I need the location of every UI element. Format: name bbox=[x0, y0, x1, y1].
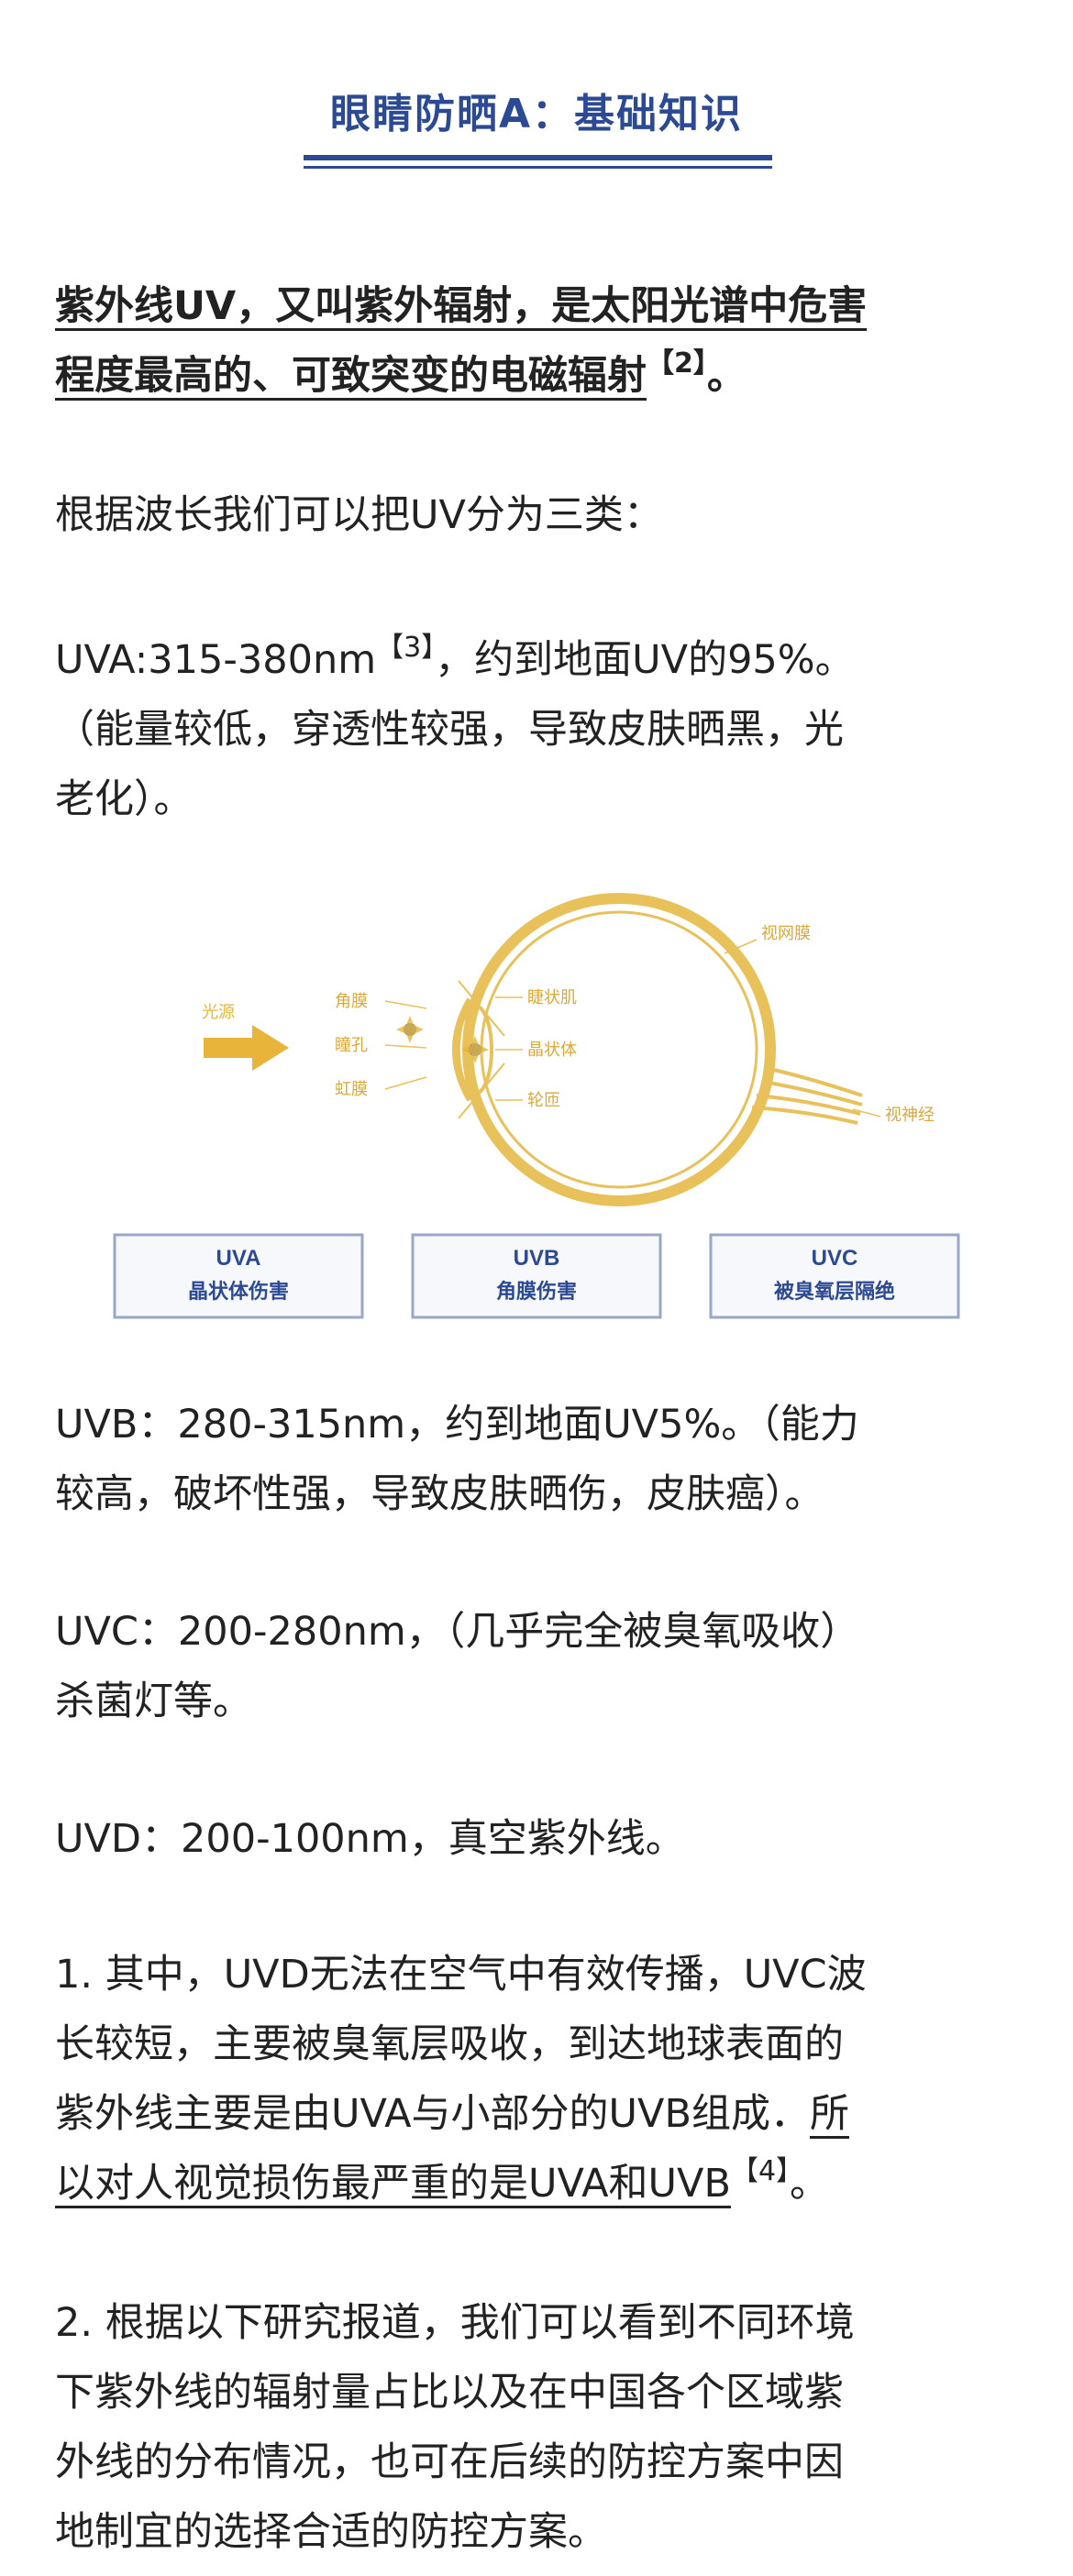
title-divider-thin bbox=[304, 166, 772, 169]
intro-end: 。 bbox=[706, 353, 747, 399]
intro-line-2: 程度最高的、可致突变的电磁辐射 bbox=[55, 353, 647, 399]
uva-box-title: UVA bbox=[216, 1246, 261, 1271]
uva-box-desc: 晶状体伤害 bbox=[188, 1280, 289, 1303]
classify-text: 根据波长我们可以把UV分为三类： bbox=[55, 492, 663, 538]
uva-rest: ，约到地面UV的95%。 bbox=[435, 637, 855, 683]
cornea-label: 角膜 bbox=[335, 992, 368, 1010]
uva-line-2: （能量较低，穿透性较强，导致皮肤晒黑，光 bbox=[55, 707, 844, 753]
point-2-paragraph: 2. 根据以下研究报道，我们可以看到不同环境 下紫外线的辐射量占比以及在中国各个… bbox=[55, 2288, 1018, 2567]
point-2-line-1: 2. 根据以下研究报道，我们可以看到不同环境 bbox=[55, 2300, 855, 2346]
uvc-box-desc: 被臭氧层隔绝 bbox=[774, 1280, 895, 1303]
light-arrow-icon bbox=[204, 1025, 289, 1071]
point-1-line-2: 长较短，主要被臭氧层吸收，到达地球表面的 bbox=[55, 2021, 844, 2067]
uvb-paragraph: UVB：280-315nm，约到地面UV5%。（能力 较高，破坏性强，导致皮肤晒… bbox=[55, 1390, 1018, 1529]
ciliary-label: 睫状肌 bbox=[527, 988, 577, 1007]
pupil-label: 瞳孔 bbox=[335, 1036, 368, 1054]
optic-nerve-label: 视神经 bbox=[885, 1106, 935, 1124]
eye-diagram: 光源 角膜 瞳孔 虹膜 睫状肌 晶状体 bbox=[110, 880, 972, 1329]
citation-2[interactable]: 【2】 bbox=[647, 347, 707, 380]
uvb-box-title: UVB bbox=[514, 1246, 560, 1271]
lens-label: 晶状体 bbox=[527, 1040, 577, 1059]
point-2-line-3: 外线的分布情况，也可在后续的防控方案中因 bbox=[55, 2439, 844, 2485]
page-title: 眼睛防晒A：基础知识 bbox=[329, 91, 744, 138]
point-1-end: 。 bbox=[790, 2161, 830, 2207]
title-divider bbox=[304, 155, 772, 160]
uvd-paragraph: UVD：200-100nm，真空紫外线。 bbox=[55, 1816, 685, 1862]
point-1-paragraph: 1. 其中，UVD无法在空气中有效传播，UVC波 长较短，主要被臭氧层吸收，到达… bbox=[55, 1940, 1018, 2218]
uvb-line-1: UVB：280-315nm，约到地面UV5%。（能力 bbox=[55, 1402, 859, 1448]
retina-tissue-label: 轮匝 bbox=[527, 1091, 560, 1109]
uva-paragraph: UVA:315-380nm【3】，约到地面UV的95%。 （能量较低，穿透性较强… bbox=[55, 625, 1018, 834]
uvc-line-2: 杀菌灯等。 bbox=[55, 1679, 252, 1724]
uvb-impact-icon bbox=[461, 1036, 489, 1063]
uvc-line-1: UVC：200-280nm，（几乎完全被臭氧吸收） bbox=[55, 1609, 860, 1655]
uva-box bbox=[113, 1233, 364, 1319]
iris-label: 虹膜 bbox=[335, 1080, 368, 1098]
uvc-box bbox=[709, 1233, 960, 1319]
uva-prefix: UVA:315-380nm bbox=[55, 637, 377, 683]
light-label: 光源 bbox=[202, 1003, 235, 1021]
point-1-line-1: 1. 其中，UVD无法在空气中有效传播，UVC波 bbox=[55, 1952, 867, 1998]
point-1-line-3: 紫外线主要是由UVA与小部分的UVB组成． bbox=[55, 2091, 810, 2137]
citation-4[interactable]: 【4】 bbox=[730, 2155, 791, 2187]
uvc-box-title: UVC bbox=[812, 1246, 858, 1271]
uva-line-3: 老化）。 bbox=[55, 776, 194, 822]
retina-label: 视网膜 bbox=[761, 924, 811, 942]
intro-line-1: 紫外线UV，又叫紫外辐射，是太阳光谱中危害 bbox=[55, 283, 868, 329]
uvb-line-2: 较高，破坏性强，导致皮肤晒伤，皮肤癌）。 bbox=[55, 1471, 824, 1517]
uvb-box bbox=[411, 1233, 662, 1319]
point-1-line-3-underlined: 所 bbox=[809, 2091, 849, 2137]
point-2-line-4: 地制宜的选择合适的防控方案。 bbox=[55, 2509, 607, 2555]
intro-paragraph: 紫外线UV，又叫紫外辐射，是太阳光谱中危害 程度最高的、可致突变的电磁辐射【2】… bbox=[55, 271, 1018, 411]
point-2-line-2: 下紫外线的辐射量占比以及在中国各个区域紫 bbox=[55, 2370, 844, 2416]
uvc-paragraph: UVC：200-280nm，（几乎完全被臭氧吸收） 杀菌灯等。 bbox=[55, 1597, 1018, 1736]
point-1-line-4: 以对人视觉损伤最严重的是UVA和UVB bbox=[55, 2161, 731, 2207]
uvb-box-desc: 角膜伤害 bbox=[496, 1280, 577, 1303]
uva-impact-icon bbox=[396, 1016, 424, 1043]
citation-3[interactable]: 【3】 bbox=[376, 632, 436, 664]
